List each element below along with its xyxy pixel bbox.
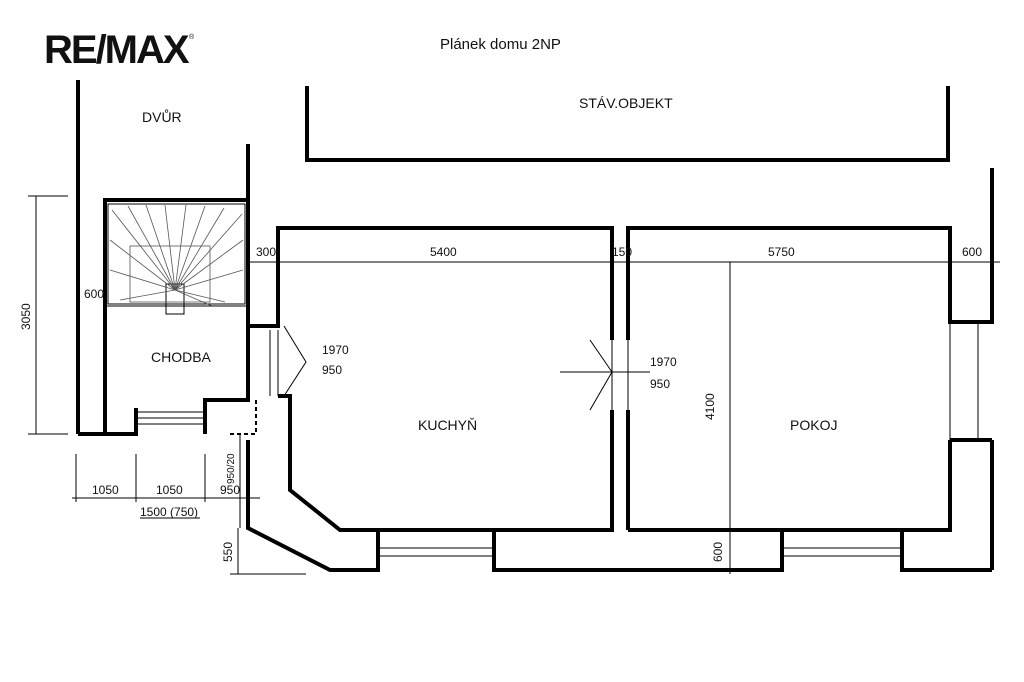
dim-600-bottom: 600 [711,542,725,562]
corridor-outline [103,198,250,434]
plan-title: Plánek domu 2NP [440,36,561,53]
dimension-lines [28,195,1000,575]
dim-600-top: 600 [962,245,982,259]
corridor-bottom-left [78,408,138,436]
room-window [782,547,902,557]
label-kitchen: KUCHYŇ [418,417,477,433]
kitchen-top-wall [276,226,614,326]
dim-950: 950 [220,483,240,497]
label-room: POKOJ [790,417,837,433]
remax-logo: RE/MAX [44,28,190,72]
dim-300: 300 [256,245,276,259]
door-kitchen-room [560,339,650,411]
registered-mark: ® [189,34,195,41]
dim-4100: 4100 [703,393,717,420]
dim-150: 150 [612,245,632,259]
dim-1050-b: 1050 [156,483,183,497]
label-yard: DVŮR [142,108,182,125]
door-corridor-kitchen [269,325,307,397]
dim-3050: 3050 [19,303,33,330]
bottom-wall-mid [492,532,784,572]
corridor-exit-wall [230,400,257,435]
wall-pier [248,228,280,328]
dim-5750: 5750 [768,245,795,259]
label-neighbor: STÁV.OBJEKT [579,95,673,111]
dim-door1-height: 1970 [322,343,349,357]
room-top-wall [626,168,994,324]
label-corridor: CHODBA [151,349,212,365]
dim-5400: 5400 [430,245,457,259]
dim-door2-height: 1970 [650,355,677,369]
room-inner-wall [628,440,952,532]
dim-1500: 1500 (750) [140,505,198,519]
dim-1050-a: 1050 [92,483,119,497]
yard-gate [136,411,205,425]
bottom-wall-left [246,440,380,572]
dim-550: 550 [221,542,235,562]
dim-small-vertical: 950/20 [226,453,237,484]
dim-600-stair: 600 [84,287,104,301]
dim-door2-width: 950 [650,377,670,391]
dim-door1-width: 950 [322,363,342,377]
staircase [105,203,248,315]
kitchen-window [378,547,494,557]
neighbor-building-outline [305,86,950,162]
bottom-wall-right [900,532,992,572]
kitchen-inner-wall [278,394,614,532]
